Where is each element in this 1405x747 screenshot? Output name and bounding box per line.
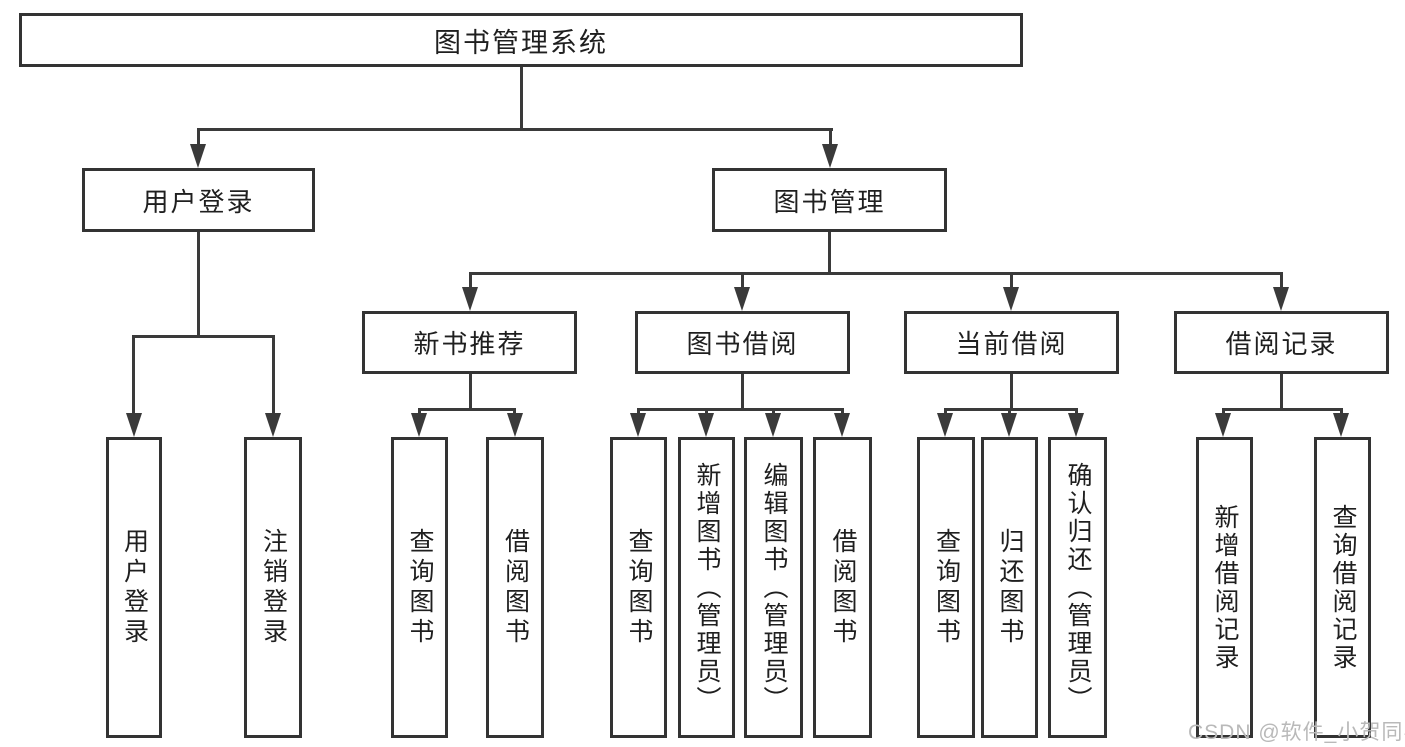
connector-line — [1010, 374, 1013, 408]
leaf-label: 借阅图书 — [829, 527, 857, 648]
arrow-down-icon — [411, 413, 427, 437]
connector-line — [469, 272, 1283, 275]
node-borrow-records: 借阅记录 — [1174, 311, 1389, 374]
connector-line — [272, 335, 275, 417]
node-new-book-recommend: 新书推荐 — [362, 311, 577, 374]
connector-line — [469, 374, 472, 408]
connector-line — [828, 232, 831, 272]
arrow-down-icon — [937, 413, 953, 437]
connector-line — [469, 272, 472, 292]
arrow-down-icon — [126, 413, 142, 437]
leaf-logout: 注销登录 — [244, 437, 302, 738]
leaf-return-book: 归还图书 — [981, 437, 1038, 738]
arrow-down-icon — [834, 413, 850, 437]
node-label: 用户登录 — [142, 186, 255, 217]
arrow-down-icon — [1068, 413, 1084, 437]
arrow-down-icon — [765, 413, 781, 437]
arrow-down-icon — [698, 413, 714, 437]
arrow-down-icon — [734, 287, 750, 311]
leaf-edit-book-admin: 编辑图书（管理员） — [744, 437, 803, 738]
arrow-down-icon — [1215, 413, 1231, 437]
leaf-user-login: 用户登录 — [106, 437, 162, 738]
leaf-label: 归还图书 — [996, 527, 1024, 648]
leaf-add-book-admin: 新增图书（管理员） — [678, 437, 735, 738]
leaf-label: 新增借阅记录 — [1211, 503, 1239, 672]
arrow-down-icon — [1333, 413, 1349, 437]
connector-line — [132, 335, 275, 338]
leaf-search-book-borrow: 查询图书 — [610, 437, 667, 738]
arrow-down-icon — [507, 413, 523, 437]
connector-line — [944, 408, 1078, 411]
leaf-label: 借阅图书 — [501, 527, 530, 648]
node-library-management-system: 图书管理系统 — [19, 13, 1023, 67]
connector-line — [520, 67, 523, 128]
arrow-down-icon — [630, 413, 646, 437]
arrow-down-icon — [1001, 413, 1017, 437]
connector-line — [418, 408, 516, 411]
connector-line — [741, 272, 744, 292]
leaf-label: 查询图书 — [625, 527, 653, 648]
leaf-add-borrow-record: 新增借阅记录 — [1196, 437, 1253, 738]
leaf-label: 确认归还（管理员） — [1064, 461, 1092, 714]
connector-line — [132, 335, 135, 417]
node-label: 图书借阅 — [686, 329, 799, 359]
connector-line — [197, 128, 200, 148]
node-label: 当前借阅 — [955, 329, 1068, 359]
connector-line — [1280, 272, 1283, 292]
leaf-label: 查询借阅记录 — [1329, 503, 1357, 672]
arrow-down-icon — [1273, 287, 1289, 311]
leaf-borrow-book: 借阅图书 — [813, 437, 872, 738]
arrow-down-icon — [822, 144, 838, 168]
node-label: 借阅记录 — [1225, 329, 1338, 359]
node-label: 新书推荐 — [413, 329, 526, 359]
leaf-label: 注销登录 — [259, 527, 288, 648]
leaf-label: 查询图书 — [406, 527, 434, 648]
leaf-label: 用户登录 — [120, 527, 149, 648]
connector-line — [637, 408, 843, 411]
node-current-borrow: 当前借阅 — [904, 311, 1119, 374]
connector-line — [1222, 408, 1342, 411]
leaf-search-borrow-record: 查询借阅记录 — [1314, 437, 1371, 738]
connector-line — [1010, 272, 1013, 292]
arrow-down-icon — [265, 413, 281, 437]
connector-line — [1280, 374, 1283, 408]
connector-line — [197, 232, 200, 335]
node-label: 图书管理 — [773, 186, 886, 217]
connector-line — [197, 128, 833, 131]
csdn-watermark: CSDN @软件_小贺同学 — [1188, 721, 1405, 744]
leaf-search-book-current: 查询图书 — [917, 437, 975, 738]
arrow-down-icon — [1003, 287, 1019, 311]
arrow-down-icon — [190, 144, 206, 168]
connector-line — [741, 374, 744, 408]
node-book-borrow: 图书借阅 — [635, 311, 850, 374]
node-book-management: 图书管理 — [712, 168, 947, 232]
leaf-confirm-return-admin: 确认归还（管理员） — [1048, 437, 1107, 738]
connector-line — [829, 128, 832, 148]
leaf-borrow-book-recommend: 借阅图书 — [486, 437, 544, 738]
arrow-down-icon — [462, 287, 478, 311]
leaf-search-book-recommend: 查询图书 — [391, 437, 448, 738]
node-user-login: 用户登录 — [82, 168, 315, 232]
leaf-label: 查询图书 — [932, 527, 961, 648]
node-label: 图书管理系统 — [434, 27, 608, 58]
leaf-label: 编辑图书（管理员） — [760, 461, 788, 714]
leaf-label: 新增图书（管理员） — [693, 461, 721, 714]
